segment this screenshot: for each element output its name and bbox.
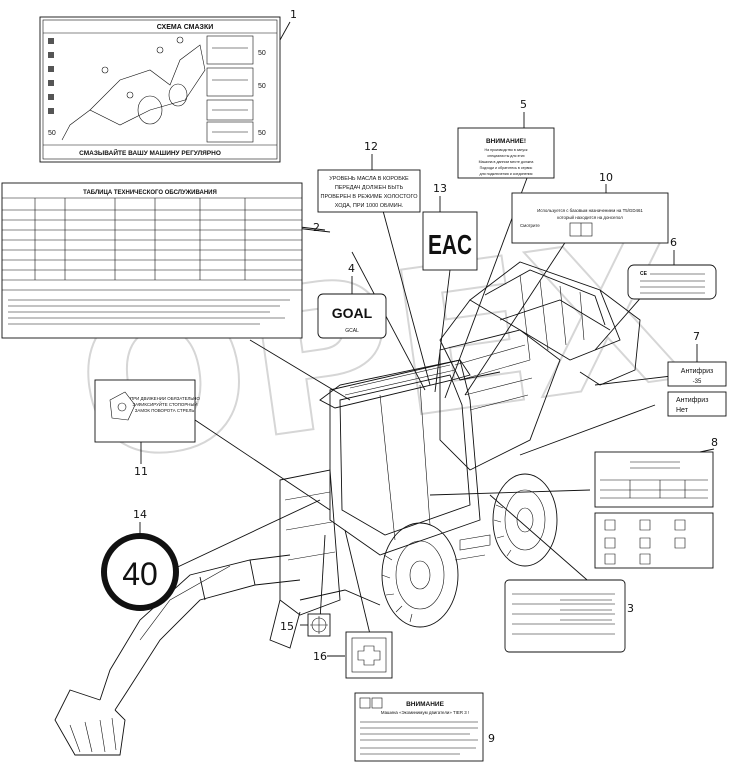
label-7-value: -35 <box>693 379 702 385</box>
label-4-caption: GCAL <box>345 328 359 334</box>
label-7b-text: Антифриз <box>676 397 708 404</box>
callout-2: 2 <box>313 221 320 234</box>
label-14-speed-limit: 40 <box>101 533 179 611</box>
label-6-brand: CE <box>640 271 648 277</box>
label-11-line: ЗАФИКСИРУЙТЕ СТОПОРНЫЙ <box>132 402 197 407</box>
label-10-line: который находится на донсепол <box>557 215 623 220</box>
callout-7: 7 <box>693 330 700 343</box>
label-5-warning: ВНИМАНИЕ! На производство в запуск специ… <box>457 127 555 179</box>
label-1-lubrication-chart: СХЕМА СМАЗКИ СМАЗЫВАЙТЕ ВАШУ МАШИНУ РЕГУ… <box>39 16 281 163</box>
callout-numbers: 1 2 3 4 5 6 7 8 9 10 11 12 13 14 15 16 <box>133 8 718 745</box>
label-5-title: ВНИМАНИЕ! <box>486 138 526 145</box>
label-11-line: ПРИ ДВИЖЕНИИ ОБЯЗАТЕЛЬНО <box>130 396 200 401</box>
callout-16: 16 <box>313 650 327 663</box>
label-1-footer: СМАЗЫВАЙТЕ ВАШУ МАШИНУ РЕГУЛЯРНО <box>79 148 221 157</box>
speed-limit-value: 40 <box>122 556 158 592</box>
callout-9: 9 <box>488 732 495 745</box>
label-12-oil-level: УРОВЕНЬ МАСЛА В КОРОБКЕ ПЕРЕДАЧ ДОЛЖЕН Б… <box>317 169 421 213</box>
label-12-line: УРОВЕНЬ МАСЛА В КОРОБКЕ <box>329 176 409 182</box>
label-1-side-value: 50 <box>258 50 266 57</box>
callout-13: 13 <box>433 182 447 195</box>
label-1-title: СХЕМА СМАЗКИ <box>157 24 214 31</box>
callout-6: 6 <box>670 236 677 249</box>
label-16-first-aid <box>345 631 393 679</box>
eac-mark: EAC <box>428 229 472 260</box>
label-6-nameplate: CE <box>627 264 717 300</box>
callout-12: 12 <box>364 140 378 153</box>
label-4-sticker-text: GOAL <box>332 305 373 321</box>
label-9-title: ВНИМАНИЕ <box>406 701 445 708</box>
label-2-maintenance-table: ТАБЛИЦА ТЕХНИЧЕСКОГО ОБСЛУЖИВАНИЯ <box>1 182 303 339</box>
callout-4: 4 <box>348 262 355 275</box>
callout-3: 3 <box>627 602 634 615</box>
label-5-line: Подходи и обратитесь в сервис <box>480 166 533 170</box>
label-4-sticker: GOAL GCAL <box>317 293 387 339</box>
label-5-line: На производство в запуск <box>484 148 527 152</box>
label-12-line: ПЕРЕДАЧ ДОЛЖЕН БЫТЬ <box>335 185 404 191</box>
callout-1: 1 <box>290 8 297 21</box>
callout-10: 10 <box>599 171 613 184</box>
label-12-line: ПРОВЕРЕН В РЕЖИМЕ ХОЛОСТОГО <box>320 194 418 200</box>
label-2-title: ТАБЛИЦА ТЕХНИЧЕСКОГО ОБСЛУЖИВАНИЯ <box>83 190 217 196</box>
label-13-eac-mark: EAC <box>422 211 478 271</box>
label-10-manual-reference: Используется с базовым назначением на T5… <box>511 192 669 244</box>
label-8-spec-plate <box>594 451 714 569</box>
callout-15: 15 <box>280 620 294 633</box>
label-3-data-plate <box>504 579 626 653</box>
label-9-engine-warning: ВНИМАНИЕ Машина «Экоминимум двигатели» T… <box>354 692 484 762</box>
label-1-side-value: 50 <box>258 83 266 90</box>
label-7b-value: Нет <box>676 407 689 414</box>
label-12-line: ХОДА, ПРИ 1000 ОБ/МИН. <box>335 203 404 209</box>
label-15-target-symbol <box>307 613 331 637</box>
callout-14: 14 <box>133 508 147 521</box>
callout-11: 11 <box>134 465 148 478</box>
callout-5: 5 <box>520 98 527 111</box>
label-5-line: Машина в данном месте должна <box>479 160 534 164</box>
label-7-text: Антифриз <box>681 368 713 375</box>
label-9-subtitle: Машина «Экоминимум двигатели» TIER 3 ! <box>381 710 469 715</box>
label-5-line: специалисты для этих <box>487 154 524 158</box>
label-10-line: Используется с базовым назначением на T5… <box>537 208 643 213</box>
label-7-antifreeze: Антифриз -35 Антифриз Нет <box>667 361 727 417</box>
label-1-side-value: 50 <box>48 130 56 137</box>
backhoe-loader-drawing <box>54 261 641 756</box>
label-1-side-value: 50 <box>258 130 266 137</box>
label-11-line: ЗАМОК ПОВОРОТА СТРЕЛЫ <box>135 408 196 413</box>
label-5-line: для подключения и соединения <box>479 172 532 176</box>
label-10-line: Смотрите <box>520 223 540 228</box>
label-11-boom-lock: ПРИ ДВИЖЕНИИ ОБЯЗАТЕЛЬНО ЗАФИКСИРУЙТЕ СТ… <box>94 379 200 443</box>
callout-8: 8 <box>711 436 718 449</box>
